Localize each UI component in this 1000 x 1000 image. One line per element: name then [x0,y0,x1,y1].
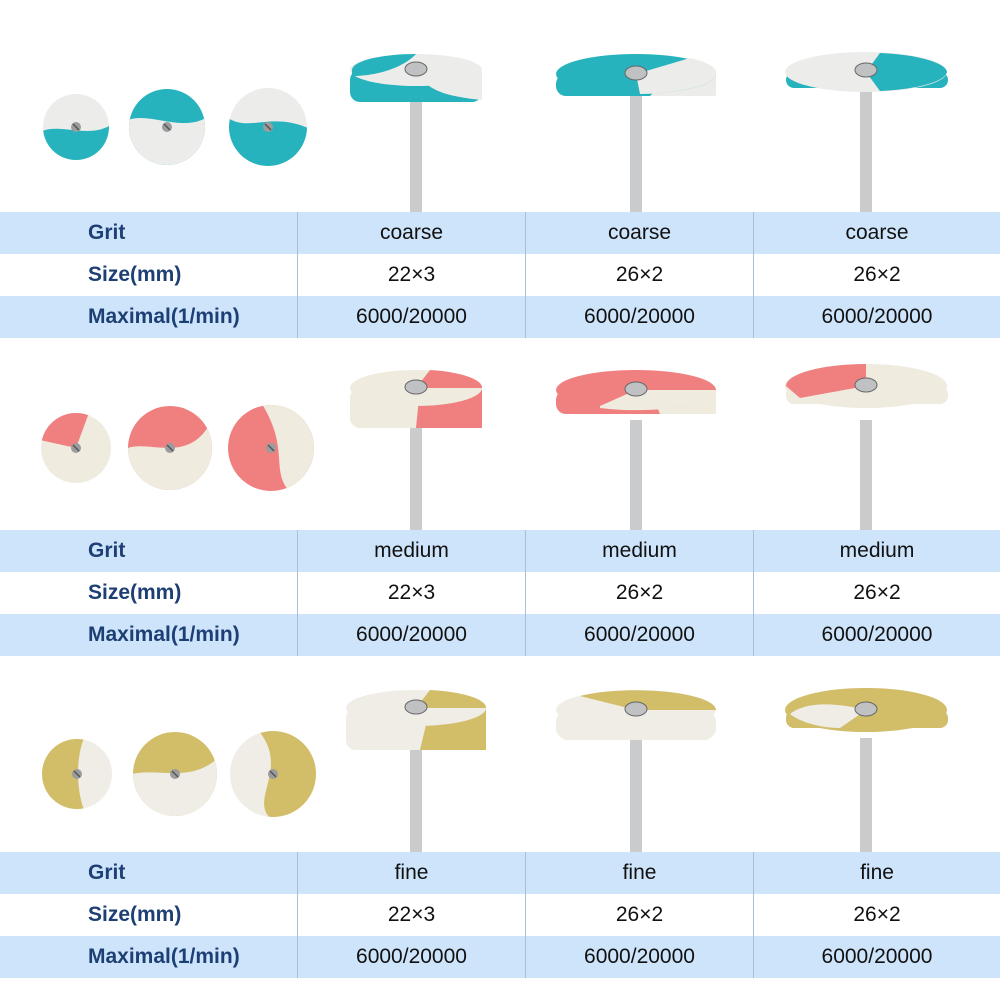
max-speed-value: 6000/20000 [821,305,933,328]
disc-front-view-1 [43,94,109,160]
grit-label: Grit [0,530,298,572]
size-row: Size(mm) 22×3 26×2 26×2 [0,254,1000,296]
grit-label: Grit [0,852,298,894]
size-row: Size(mm) 22×3 26×2 26×2 [0,572,1000,614]
max-speed-value: 6000/20000 [526,936,754,978]
grit-value: medium [298,530,526,572]
size-value: 26×2 [853,263,901,286]
grit-row: Grit fine fine fine [0,852,1000,894]
mounted-disc-2 [556,690,716,852]
max-speed-value: 6000/20000 [526,296,754,338]
grit-value: coarse [845,221,909,244]
product-images-coarse [0,0,1000,212]
size-value: 26×2 [526,254,754,296]
product-images-fine [0,658,1000,852]
max-speed-value: 6000/20000 [526,614,754,656]
grit-row: Grit medium medium medium [0,530,1000,572]
disc-front-view-2 [129,89,205,165]
disc-front-view-1 [42,739,112,809]
size-value: 22×3 [298,894,526,936]
grit-value: medium [839,539,915,562]
max-speed-value: 6000/20000 [298,936,526,978]
disc-front-view-3 [229,88,307,166]
mounted-disc-2 [556,370,717,530]
size-value: 26×2 [526,572,754,614]
grit-value: fine [298,852,526,894]
size-label: Size(mm) [0,894,298,936]
size-value: 26×2 [853,903,901,926]
grit-value: medium [526,530,754,572]
mounted-disc-1 [350,54,482,212]
disc-front-view-2 [128,406,212,490]
product-images-medium [0,340,1000,530]
grit-label: Grit [0,212,298,254]
grit-value: fine [526,852,754,894]
mounted-disc-1 [346,690,487,852]
disc-front-view-3 [230,731,316,817]
disc-front-view-3 [228,405,314,491]
size-label: Size(mm) [0,254,298,296]
size-label: Size(mm) [0,572,298,614]
grit-value: coarse [526,212,754,254]
grit-row: Grit coarse coarse coarse [0,212,1000,254]
max-speed-value: 6000/20000 [821,945,933,968]
mounted-disc-1 [350,370,483,530]
mounted-disc-3 [785,364,948,530]
max-speed-label: Maximal(1/min) [0,936,298,978]
disc-front-view-2 [133,732,217,816]
size-value: 22×3 [298,572,526,614]
max-speed-row: Maximal(1/min) 6000/20000 6000/20000 600… [0,614,1000,656]
max-speed-row: Maximal(1/min) 6000/20000 6000/20000 600… [0,296,1000,338]
max-speed-value: 6000/20000 [298,296,526,338]
max-speed-label: Maximal(1/min) [0,296,298,338]
mounted-disc-2 [556,54,717,212]
size-value: 22×3 [298,254,526,296]
max-speed-value: 6000/20000 [821,623,933,646]
disc-front-view-1 [41,413,111,483]
mounted-disc-3 [785,52,948,212]
max-speed-row: Maximal(1/min) 6000/20000 6000/20000 600… [0,936,1000,978]
size-row: Size(mm) 22×3 26×2 26×2 [0,894,1000,936]
size-value: 26×2 [526,894,754,936]
grit-value: coarse [298,212,526,254]
grit-value: fine [860,861,894,884]
max-speed-value: 6000/20000 [298,614,526,656]
max-speed-label: Maximal(1/min) [0,614,298,656]
size-value: 26×2 [853,581,901,604]
mounted-disc-3 [785,688,948,852]
